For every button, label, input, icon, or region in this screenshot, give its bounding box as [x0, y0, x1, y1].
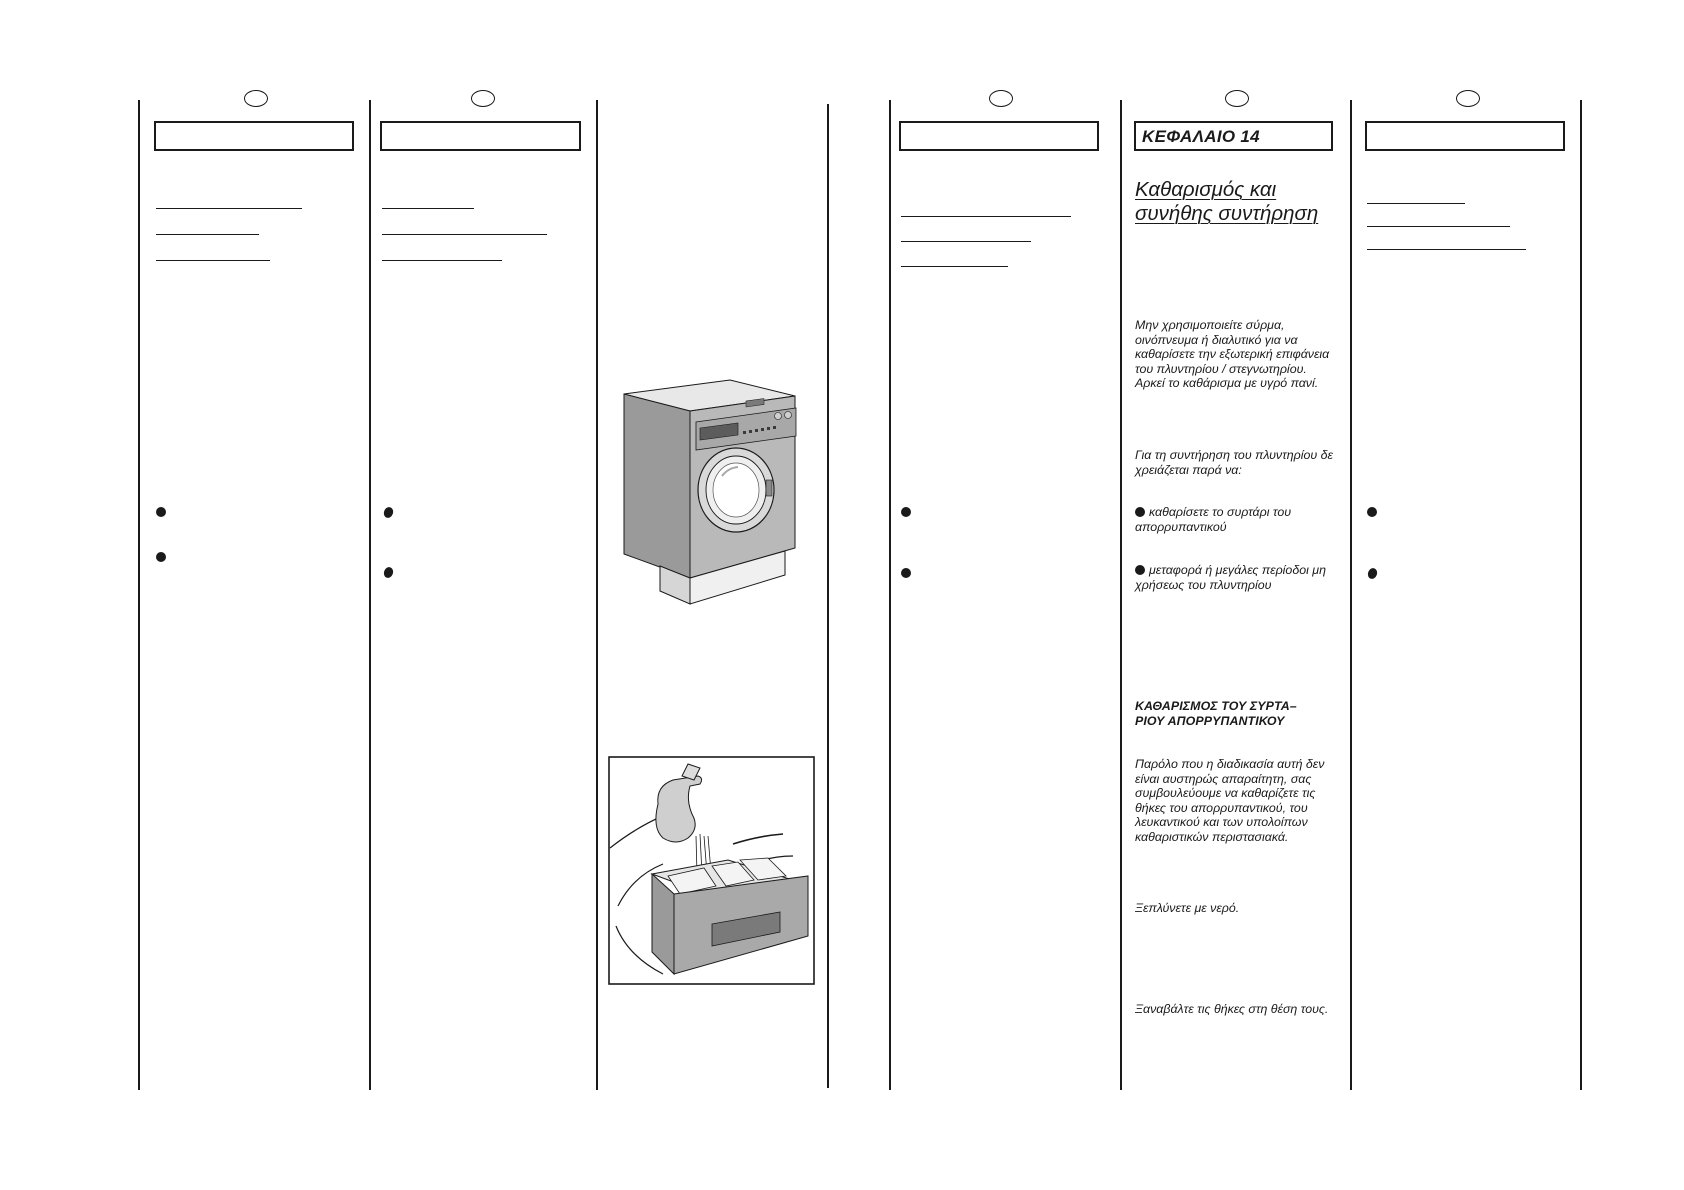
- language-oval-icon: [244, 90, 268, 107]
- bullet-icon: [1135, 507, 1145, 517]
- bullet-icon: [1366, 566, 1379, 581]
- bullet-icon: [901, 507, 911, 517]
- column-divider: [1350, 100, 1352, 1090]
- column-divider: [889, 100, 891, 1090]
- language-oval-icon: [1225, 90, 1249, 107]
- language-oval-icon: [471, 90, 495, 107]
- refit-instruction: Ξαναβάλτε τις θήκες στη θέση τους.: [1135, 1002, 1329, 1016]
- section-title: Καθαρισμός και συνήθης συντήρηση: [1135, 178, 1335, 226]
- maintenance-bullet-text: μεταφορά ή μεγάλες περίοδοι μη χρήσεως τ…: [1135, 563, 1326, 592]
- bullet-icon: [156, 507, 166, 517]
- column-divider: [138, 100, 140, 1090]
- title-underline: [382, 208, 474, 209]
- language-oval-icon: [989, 90, 1013, 107]
- bullet-icon: [156, 552, 166, 562]
- maintenance-bullet: μεταφορά ή μεγάλες περίοδοι μη χρήσεως τ…: [1135, 563, 1345, 592]
- title-underline: [1367, 203, 1465, 204]
- washing-machine-illustration: [623, 379, 797, 605]
- exterior-cleaning-paragraph: Μην χρησιμοποιείτε σύρμα, οινόπνευμα ή δ…: [1135, 318, 1330, 391]
- bullet-icon: [1135, 565, 1145, 575]
- title-underline: [382, 260, 502, 261]
- column-divider: [369, 100, 371, 1090]
- bullet-icon: [382, 505, 395, 520]
- title-underline: [156, 234, 259, 235]
- title-underline: [901, 216, 1071, 217]
- chapter-header-box: [899, 121, 1099, 151]
- maintenance-bullet-text: καθαρίσετε το συρτάρι του απορρυπαντικού: [1135, 505, 1292, 534]
- title-underline: [901, 266, 1008, 267]
- title-underline: [1367, 249, 1526, 250]
- maintenance-intro: Για τη συντήρηση του πλυντηρίου δε χρειά…: [1135, 448, 1333, 477]
- title-underline: [156, 260, 270, 261]
- chapter-header-box: [380, 121, 581, 151]
- chapter-label: ΚΕΦΑΛΑΙΟ 14: [1142, 127, 1260, 146]
- section-title-line: συνήθης συντήρηση: [1135, 202, 1319, 225]
- chapter-header-box: [1365, 121, 1565, 151]
- title-underline: [156, 208, 302, 209]
- chapter-header-box: ΚΕΦΑΛΑΙΟ 14: [1134, 121, 1333, 151]
- bullet-icon: [901, 568, 911, 578]
- bullet-icon: [1367, 507, 1377, 517]
- chapter-header-box: [154, 121, 354, 151]
- drawer-cleaning-paragraph: Παρόλο που η διαδικασία αυτή δεν είναι α…: [1135, 757, 1325, 844]
- title-underline: [382, 234, 547, 235]
- language-oval-icon: [1456, 90, 1480, 107]
- column-divider: [596, 100, 598, 1090]
- detergent-drawer-illustration: [608, 756, 815, 985]
- drawer-cleaning-heading: ΚΑΘΑΡΙΣΜΟΣ ΤΟΥ ΣΥΡΤΑ– ΡΙΟΥ ΑΠΟΡΡΥΠΑΝΤΙΚΟ…: [1135, 699, 1345, 728]
- rinse-instruction: Ξεπλύνετε με νερό.: [1135, 901, 1240, 915]
- column-divider: [1120, 100, 1122, 1090]
- title-underline: [1367, 226, 1510, 227]
- maintenance-bullet: καθαρίσετε το συρτάρι του απορρυπαντικού: [1135, 505, 1340, 534]
- title-underline: [901, 241, 1031, 242]
- section-title-line: Καθαρισμός και: [1135, 178, 1277, 201]
- column-divider: [827, 104, 829, 1088]
- column-divider: [1580, 100, 1582, 1090]
- drawer-heading-line: ΡΙΟΥ ΑΠΟΡΡΥΠΑΝΤΙΚΟΥ: [1135, 713, 1285, 728]
- bullet-icon: [382, 565, 395, 580]
- drawer-heading-line: ΚΑΘΑΡΙΣΜΟΣ ΤΟΥ ΣΥΡΤΑ–: [1135, 699, 1297, 713]
